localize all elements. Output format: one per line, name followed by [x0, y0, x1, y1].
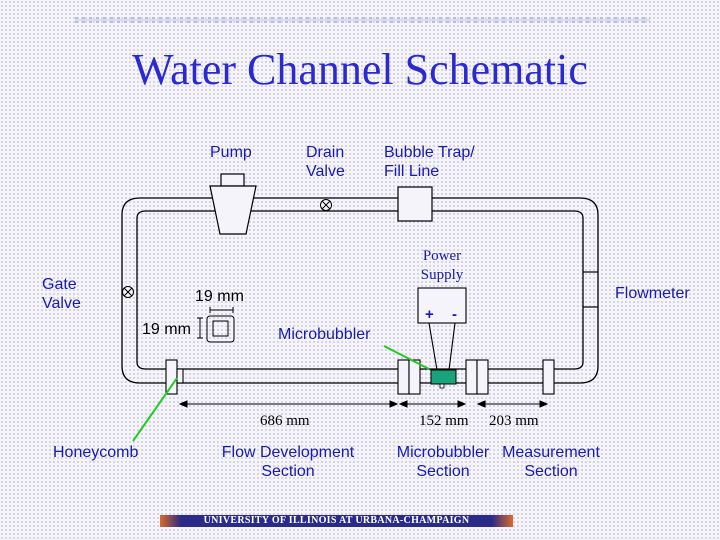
power-supply-label-line1: Power [422, 248, 462, 264]
pump [209, 173, 257, 235]
honeycomb-label: Honeycomb [53, 444, 139, 461]
microbubbler-section-label-line2: Section [416, 463, 470, 480]
leader-lines [132, 345, 430, 442]
section-flanges [397, 359, 555, 395]
flow-development-label-line1: Flow Development [221, 444, 355, 461]
power-supply-label-line2: Supply [420, 267, 464, 283]
gate-valve-label-line1: Gate [42, 276, 77, 293]
microbubbler-section-label-line1: Microbubbler [396, 444, 490, 461]
microbubbler-label: Microbubbler [278, 326, 371, 343]
measurement-section-label-line2: Section [524, 463, 578, 480]
minus-terminal: - [452, 306, 457, 323]
honeycomb-flange [165, 359, 184, 395]
microbubbler-section-dimension: 152 mm [419, 413, 469, 429]
cross-section-inset [197, 307, 235, 343]
bubble-trap [397, 186, 433, 222]
university-footer-banner: UNIVERSITY OF ILLINOIS AT URBANA-CHAMPAI… [160, 515, 513, 527]
gate-valve [122, 286, 134, 298]
measurement-section-dimension: 203 mm [489, 413, 539, 429]
bubble-trap-label-line1: Bubble Trap/ [384, 144, 475, 161]
power-supply [417, 287, 467, 371]
dimension-arrows [178, 400, 549, 408]
page-title: Water Channel Schematic [132, 45, 588, 94]
drain-valve-label-line2: Valve [306, 163, 345, 180]
flow-development-dimension: 686 mm [260, 413, 310, 429]
height-dimension-label: 19 mm [142, 321, 191, 338]
gate-valve-label-line2: Valve [42, 295, 81, 312]
bubble-trap-label-line2: Fill Line [384, 163, 440, 180]
flowmeter-label: Flowmeter [615, 285, 690, 302]
plus-terminal: + [425, 306, 434, 323]
width-dimension-label: 19 mm [195, 288, 244, 305]
flow-development-label-line2: Section [261, 463, 315, 480]
pump-label: Pump [210, 144, 252, 161]
flowmeter-marks [583, 271, 598, 308]
channel-loop-pipe [121, 197, 599, 384]
microbubbler [430, 369, 457, 389]
drain-valve-label-line1: Drain [306, 144, 345, 161]
measurement-section-label-line1: Measurement [502, 444, 600, 461]
drain-valve [320, 199, 332, 211]
